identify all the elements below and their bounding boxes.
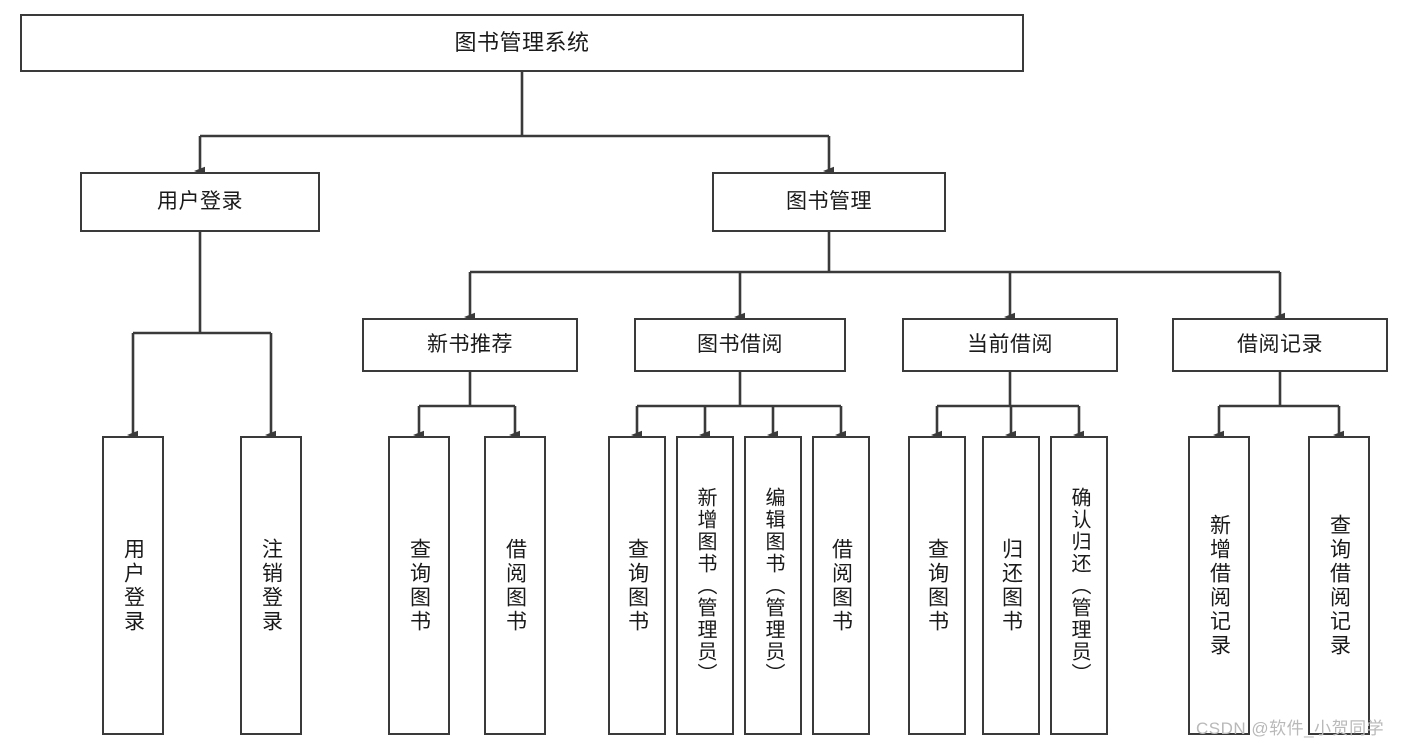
node-book-manage: 图书管理 <box>712 172 946 232</box>
node-leaf-cb-confirm: 确认归还（管理员） <box>1050 436 1108 735</box>
node-label: 归还图书 <box>999 537 1023 634</box>
node-label: 新增图书（管理员） <box>694 486 716 685</box>
node-label: 查询图书 <box>625 537 649 634</box>
node-label: 新书推荐 <box>427 333 513 357</box>
node-leaf-cb-return: 归还图书 <box>982 436 1040 735</box>
csdn-watermark: CSDN @软件_小贺同学 <box>1196 719 1385 738</box>
node-label: 用户登录 <box>157 190 243 214</box>
node-current-borrow: 当前借阅 <box>902 318 1118 372</box>
node-leaf-bb-borrow: 借阅图书 <box>812 436 870 735</box>
node-label: 新增借阅记录 <box>1207 513 1231 658</box>
node-leaf-bb-edit: 编辑图书（管理员） <box>744 436 802 735</box>
node-leaf-bb-add: 新增图书（管理员） <box>676 436 734 735</box>
node-label: 图书管理系统 <box>454 29 590 55</box>
node-label: 查询借阅记录 <box>1327 513 1351 658</box>
node-label: 借阅图书 <box>829 537 853 634</box>
node-label: 编辑图书（管理员） <box>762 486 784 685</box>
node-label: 用户登录 <box>121 537 145 634</box>
node-new-book-rec: 新书推荐 <box>362 318 578 372</box>
node-label: 确认归还（管理员） <box>1068 486 1090 685</box>
node-label: 查询图书 <box>407 537 431 634</box>
node-root: 图书管理系统 <box>20 14 1024 72</box>
node-user-login: 用户登录 <box>80 172 320 232</box>
node-label: 图书管理 <box>786 190 872 214</box>
node-leaf-user-login: 用户登录 <box>102 436 164 735</box>
node-leaf-rec-query: 查询图书 <box>388 436 450 735</box>
node-label: 图书借阅 <box>697 333 783 357</box>
node-book-borrow: 图书借阅 <box>634 318 846 372</box>
node-label: 借阅图书 <box>503 537 527 634</box>
node-leaf-br-query: 查询借阅记录 <box>1308 436 1370 735</box>
node-leaf-rec-borrow: 借阅图书 <box>484 436 546 735</box>
node-label: 查询图书 <box>925 537 949 634</box>
node-label: 注销登录 <box>259 537 283 634</box>
node-leaf-bb-query: 查询图书 <box>608 436 666 735</box>
node-label: 当前借阅 <box>967 333 1053 357</box>
node-borrow-record: 借阅记录 <box>1172 318 1388 372</box>
node-leaf-cb-query: 查询图书 <box>908 436 966 735</box>
node-leaf-br-add: 新增借阅记录 <box>1188 436 1250 735</box>
node-leaf-logout: 注销登录 <box>240 436 302 735</box>
node-label: 借阅记录 <box>1237 333 1323 357</box>
